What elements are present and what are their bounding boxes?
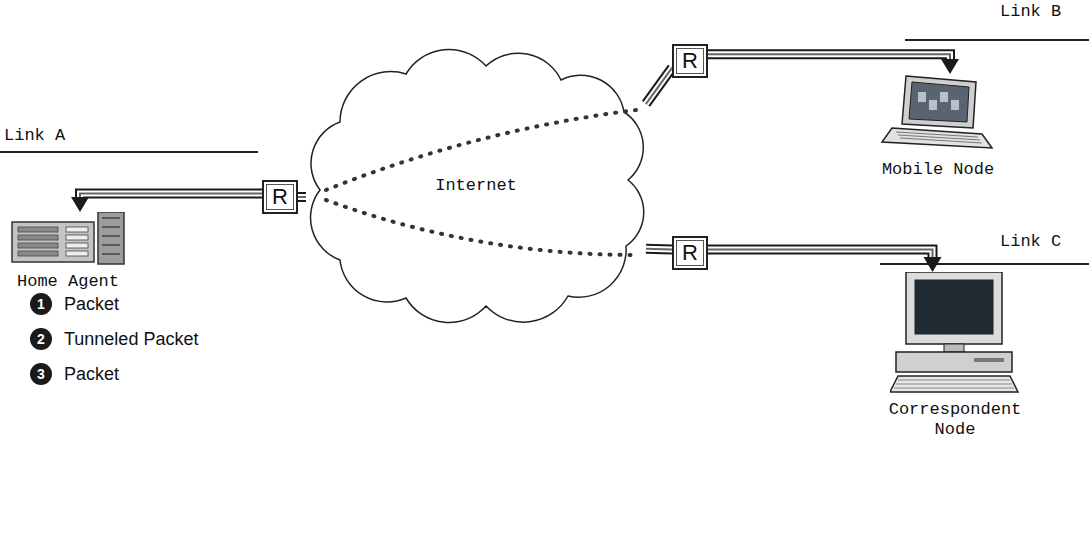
packet-path [646,248,672,250]
packet-path [646,68,672,104]
node-caption: Correspondent Node [880,400,1030,440]
packet-path [708,54,959,74]
link-name: Link A [4,126,65,146]
router-box: R [672,44,708,78]
packet-path [71,194,262,212]
mobile-node: Mobile Node [878,74,998,180]
callout-number: 2 [30,328,52,350]
router-label: R [272,184,288,210]
cloud-shape [311,49,644,322]
packet-path [708,250,942,272]
link-name: Link B [1000,2,1061,22]
cloud-label: Internet [431,176,521,195]
node-caption: Home Agent [8,272,128,292]
internet-cloud: Internet [306,40,646,330]
link-b-line [905,39,1089,41]
link-a-line [0,151,258,153]
legend-text: Tunneled Packet [64,328,198,350]
router-box: R [262,180,298,214]
laptop-icon [878,74,998,154]
legend-row: 3 Packet [30,362,119,386]
router-label: R [682,240,698,266]
legend-text: Packet [64,293,119,315]
link-name: Link C [1000,232,1061,252]
server-icon [8,212,128,266]
router-box: R [672,236,708,270]
link-c-line [880,263,1089,265]
node-caption: Mobile Node [878,160,998,180]
tunnel-dotted-line [326,200,636,255]
callout-number: 3 [30,363,52,385]
legend-row: 2 Tunneled Packet [30,327,198,351]
legend-row: 1 Packet [30,292,119,316]
packet-path [298,197,306,198]
home-agent: Home Agent [8,212,128,292]
router-label: R [682,48,698,74]
pc-icon [890,272,1020,394]
legend-text: Packet [64,363,119,385]
correspondent-node: Correspondent Node [880,272,1030,440]
callout-number: 1 [30,293,52,315]
